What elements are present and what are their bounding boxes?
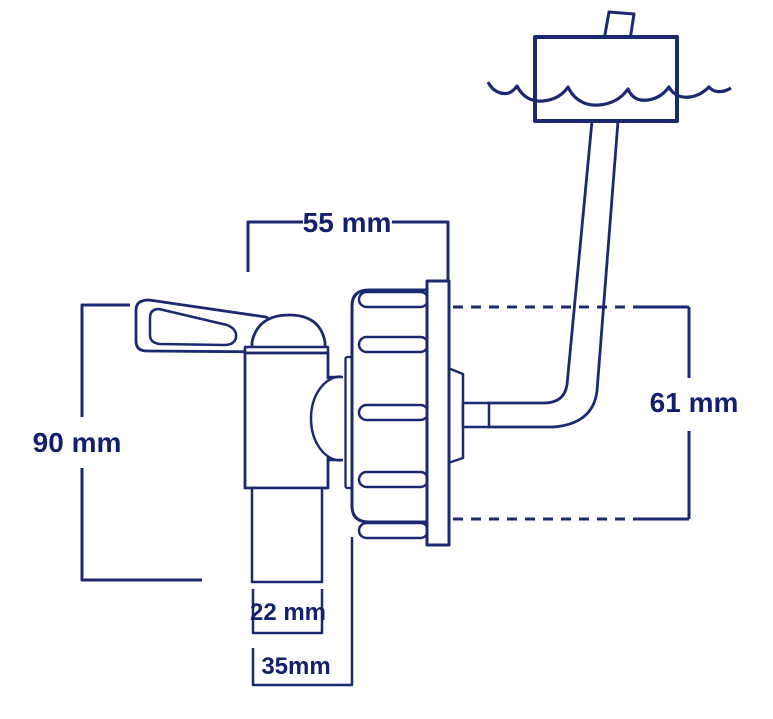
dim-22-label: 22 mm <box>250 599 326 626</box>
valve-dome <box>250 313 327 353</box>
dim-61-bracket <box>640 305 691 521</box>
dim-61-dashes <box>453 305 640 521</box>
cap-rib-4 <box>357 470 430 489</box>
dim-90-bracket <box>80 303 202 582</box>
dim-61-label: 61 mm <box>650 387 739 418</box>
water-line <box>486 81 732 107</box>
dim-35-bracket <box>251 537 354 687</box>
dim-55-label: 55 mm <box>303 207 392 238</box>
tap <box>134 298 373 584</box>
spout <box>250 486 324 584</box>
dim-35-label: 35mm <box>261 653 330 680</box>
valve-steps <box>328 375 343 462</box>
dimension-annotations: 55 mm 61 mm 90 mm 22 mm 35mm <box>33 207 739 687</box>
float-assembly <box>486 10 732 429</box>
dim-22-bracket <box>251 589 324 635</box>
dim-55-bracket <box>246 220 450 281</box>
cap-rib-5 <box>357 521 430 540</box>
cap-rib-1 <box>357 290 430 309</box>
flange-plate <box>425 279 451 547</box>
dim-90-label: 90 mm <box>33 427 122 458</box>
float-body <box>533 35 679 123</box>
handle-cutout <box>148 307 238 347</box>
pickup-tube <box>486 119 620 429</box>
cap-rib-2 <box>357 335 430 354</box>
cap-assembly <box>350 279 491 547</box>
tube-connector <box>461 401 491 429</box>
cap-rib-3 <box>357 403 430 422</box>
